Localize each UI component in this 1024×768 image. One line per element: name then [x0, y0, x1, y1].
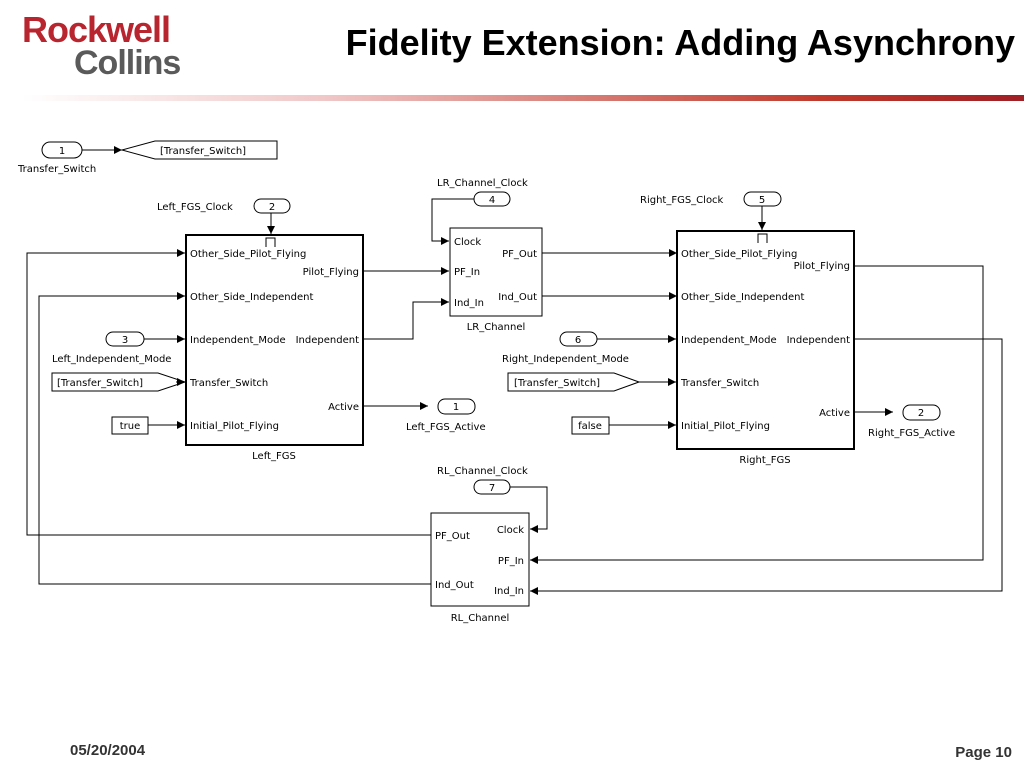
port-label: Other_Side_Pilot_Flying — [190, 249, 306, 260]
port-label: Transfer_Switch — [189, 378, 268, 389]
slide-title: Fidelity Extension: Adding Asynchrony — [345, 22, 1015, 63]
inport-number: 5 — [759, 195, 765, 206]
company-logo: Rockwell Collins — [22, 9, 222, 83]
inport-label: Right_Independent_Mode — [502, 354, 629, 365]
port-label: Active — [819, 408, 850, 419]
inport-right-independent-mode[interactable]: 6 Right_Independent_Mode — [502, 331, 629, 365]
port-label: Ind_In — [494, 586, 524, 597]
inport-label: Transfer_Switch — [17, 164, 96, 175]
footer-page-number: Page 10 — [955, 744, 1012, 761]
port-label: Other_Side_Independent — [681, 292, 804, 303]
inport-number: 1 — [59, 146, 65, 157]
block-name: LR_Channel — [467, 322, 526, 333]
constant-false-block[interactable]: false — [571, 416, 610, 435]
port-label: Active — [328, 402, 359, 413]
inport-rl-channel-clock[interactable]: 7 RL_Channel_Clock — [437, 466, 528, 495]
constant-value: false — [578, 421, 602, 432]
rl-channel-block[interactable]: PF_Out Ind_Out Clock PF_In Ind_In RL_Cha… — [430, 512, 530, 624]
signal-line — [431, 198, 474, 245]
inport-number: 7 — [489, 483, 495, 494]
constant-true-block[interactable]: true — [111, 416, 149, 435]
inport-number: 3 — [122, 335, 128, 346]
port-label: Initial_Pilot_Flying — [190, 421, 279, 432]
inport-label: RL_Channel_Clock — [437, 466, 528, 477]
inport-number: 6 — [575, 335, 581, 346]
port-label: Initial_Pilot_Flying — [681, 421, 770, 432]
inport-lr-channel-clock[interactable]: 4 LR_Channel_Clock — [437, 178, 528, 207]
constant-value: true — [120, 421, 141, 432]
signal-line — [530, 338, 1003, 595]
inport-left-fgs-clock[interactable]: 2 Left_FGS_Clock — [157, 198, 291, 214]
inport-transfer-switch[interactable]: 1 Transfer_Switch — [17, 141, 96, 175]
port-label: Independent — [296, 335, 359, 346]
port-label: Ind_In — [454, 298, 484, 309]
port-label: Transfer_Switch — [680, 378, 759, 389]
port-label: Independent_Mode — [681, 335, 777, 346]
goto-tag: [Transfer_Switch] — [160, 146, 246, 157]
from-tag: [Transfer_Switch] — [514, 378, 600, 389]
inport-number: 4 — [489, 195, 495, 206]
logo-line1: Rockwell — [22, 9, 171, 50]
inport-label: Left_FGS_Clock — [157, 202, 233, 213]
outport-number: 2 — [918, 408, 924, 419]
port-label: Other_Side_Independent — [190, 292, 313, 303]
port-label: Clock — [454, 237, 481, 248]
outport-left-fgs-active[interactable]: 1 Left_FGS_Active — [406, 398, 486, 433]
outport-number: 1 — [453, 402, 459, 413]
signal-line — [38, 292, 431, 585]
inport-left-independent-mode[interactable]: 3 Left_Independent_Mode — [52, 331, 171, 365]
inport-number: 2 — [269, 202, 275, 213]
port-label: Ind_Out — [435, 580, 474, 591]
port-label: Clock — [497, 525, 524, 536]
port-label: Independent — [787, 335, 850, 346]
signal-line — [510, 486, 548, 533]
inport-label: Left_Independent_Mode — [52, 354, 171, 365]
inport-label: Right_FGS_Clock — [640, 195, 724, 206]
port-label: PF_In — [498, 556, 524, 567]
footer-date: 05/20/2004 — [70, 742, 146, 759]
block-name: Right_FGS — [739, 455, 790, 466]
clock-pulse-icon — [265, 237, 276, 247]
outport-right-fgs-active[interactable]: 2 Right_FGS_Active — [868, 404, 955, 439]
port-label: Independent_Mode — [190, 335, 286, 346]
goto-block[interactable]: [Transfer_Switch] — [120, 140, 278, 160]
port-label: Ind_Out — [498, 292, 537, 303]
port-label: Pilot_Flying — [303, 267, 359, 278]
inport-label: LR_Channel_Clock — [437, 178, 528, 189]
signal-line — [26, 249, 431, 536]
port-label: Pilot_Flying — [794, 261, 850, 272]
clock-pulse-icon — [757, 233, 768, 243]
right-fgs-block[interactable]: Other_Side_Pilot_Flying Other_Side_Indep… — [676, 230, 855, 466]
from-block-right[interactable]: [Transfer_Switch] — [507, 372, 641, 392]
from-block-left[interactable]: [Transfer_Switch] — [51, 372, 187, 392]
title-rule — [22, 95, 1024, 101]
block-name: Left_FGS — [252, 451, 296, 462]
left-fgs-block[interactable]: Other_Side_Pilot_Flying Other_Side_Indep… — [185, 234, 364, 462]
logo-line2: Collins — [74, 44, 181, 82]
port-label: Other_Side_Pilot_Flying — [681, 249, 797, 260]
signal-line — [363, 298, 449, 340]
inport-right-fgs-clock[interactable]: 5 Right_FGS_Clock — [640, 191, 782, 207]
outport-label: Right_FGS_Active — [868, 428, 955, 439]
outport-label: Left_FGS_Active — [406, 422, 486, 433]
block-name: RL_Channel — [451, 613, 510, 624]
port-label: PF_Out — [435, 531, 470, 542]
port-label: PF_Out — [502, 249, 537, 260]
signal-line — [530, 265, 984, 564]
from-tag: [Transfer_Switch] — [57, 378, 143, 389]
lr-channel-block[interactable]: Clock PF_In Ind_In PF_Out Ind_Out LR_Cha… — [449, 227, 543, 333]
port-label: PF_In — [454, 267, 480, 278]
